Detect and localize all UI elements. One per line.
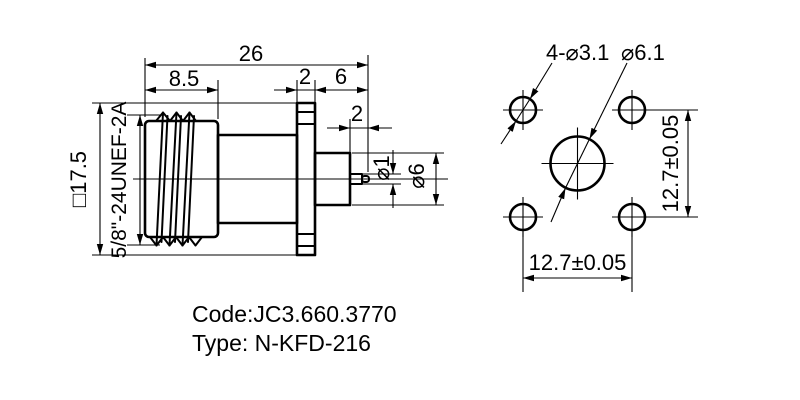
dim-rear-length: 6	[335, 64, 347, 89]
leader-center-hole	[550, 62, 628, 223]
center-pin-tip	[361, 175, 370, 183]
leader-mounting-holes	[500, 62, 553, 145]
dim-hole-spacing-horizontal: 12.7±0.05	[529, 250, 627, 275]
dim-insulator-diameter: ⌀6	[404, 163, 429, 188]
part-type: Type: N-KFD-216	[192, 330, 371, 356]
dim-flange-square: □17.5	[66, 151, 91, 207]
dim-pin-length: 2	[351, 101, 363, 126]
thread-helix-lines	[155, 111, 195, 247]
dim-hole-spacing-vertical: 12.7±0.05	[658, 115, 683, 213]
dim-overall-length: 26	[239, 41, 263, 66]
part-code: Code:JC3.660.3770	[192, 301, 397, 327]
face-view-dimension-lines	[522, 109, 698, 292]
face-view: 4-⌀3.1 ⌀6.1 12.7±0.05 12.7±0.05	[500, 40, 698, 292]
dim-thread-length: 8.5	[169, 66, 200, 91]
flange-hole-lines	[296, 111, 316, 247]
dim-flange-thickness: 2	[299, 64, 311, 89]
dim-center-hole: ⌀6.1	[621, 40, 665, 65]
side-view-dimension-lines	[96, 61, 440, 255]
part-notes: Code:JC3.660.3770 Type: N-KFD-216	[192, 301, 397, 356]
dim-mounting-holes: 4-⌀3.1	[546, 40, 609, 65]
mounting-hole-top-right	[612, 90, 652, 130]
dim-thread-spec: 5/8"-24UNEF-2A	[108, 102, 131, 259]
dim-pin-diameter: ⌀1	[369, 155, 394, 180]
side-view: 26 8.5 2 6 2 □17.5 5/8"-24UNEF-2A ⌀1 ⌀6	[66, 41, 448, 258]
